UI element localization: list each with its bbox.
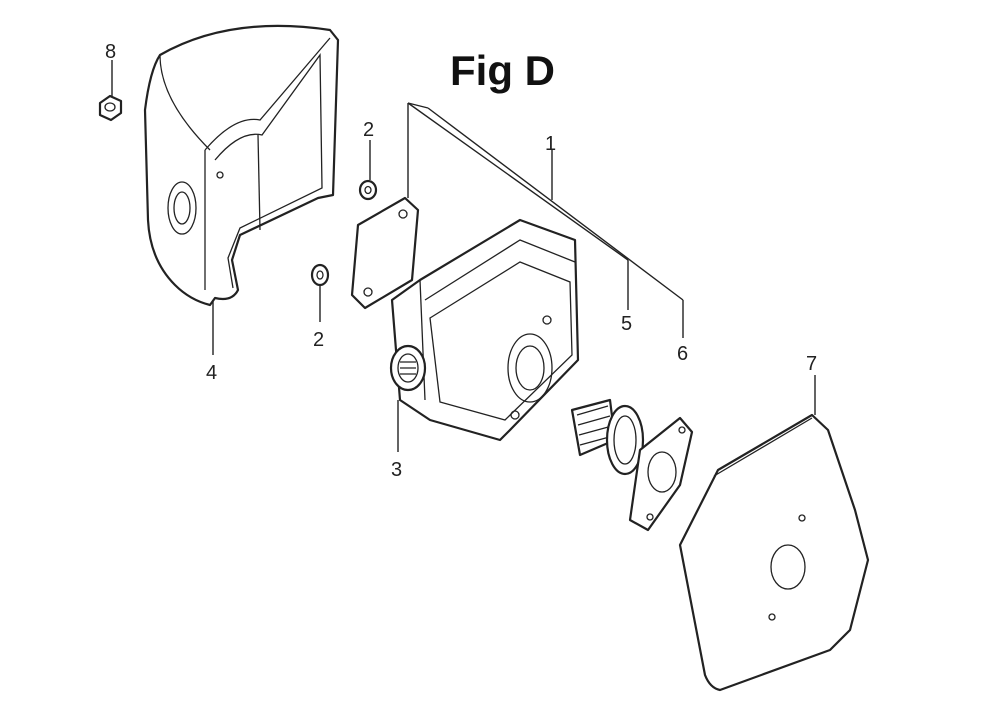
leader-lines — [111, 60, 816, 452]
part-8-nut — [98, 94, 123, 122]
part-1-muffler-body — [390, 218, 580, 442]
callout-8: 8 — [105, 41, 116, 63]
callout-3: 3 — [391, 459, 402, 481]
part-1-stay-plate — [350, 196, 420, 310]
callout-6: 6 — [677, 343, 688, 365]
part-6-gasket — [628, 416, 694, 532]
part-4-muffler-protector — [143, 24, 340, 307]
callout-1: 1 — [545, 133, 556, 155]
callout-7: 7 — [806, 353, 817, 375]
figure-title: Fig D — [450, 47, 555, 94]
callout-4: 4 — [206, 362, 217, 384]
part-2-washer-lower — [310, 263, 330, 287]
callout-5: 5 — [621, 313, 632, 335]
part-7-shield-plate — [678, 413, 870, 692]
part-2-washer-upper — [358, 179, 378, 201]
part-3-outlet-pipe — [389, 344, 427, 392]
callout-2-upper: 2 — [363, 119, 374, 141]
callout-2-lower: 2 — [313, 329, 324, 351]
part-5-spark-arrester — [570, 398, 645, 476]
